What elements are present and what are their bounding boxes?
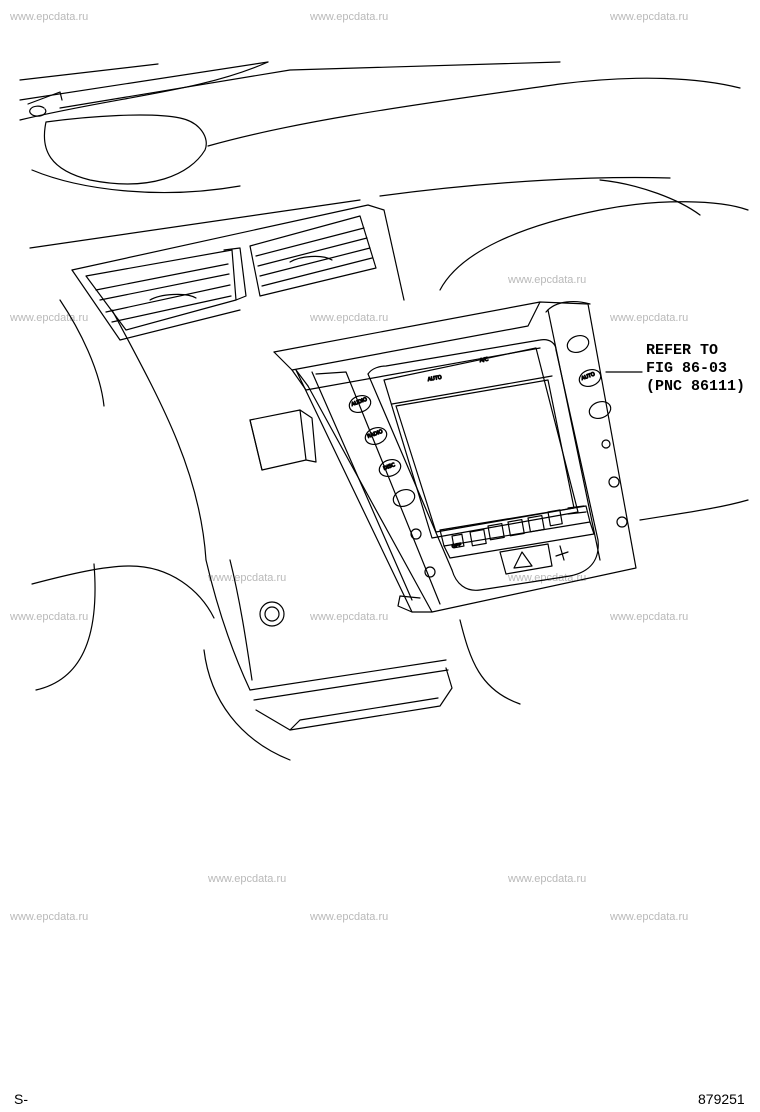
svg-text:A/C: A/C: [479, 356, 489, 363]
callout-line-1: REFER TO: [646, 342, 719, 359]
knob: [259, 601, 285, 627]
callout-line-2: FIG 86-03: [646, 360, 728, 377]
watermark: www.epcdata.ru: [310, 312, 389, 324]
climate-button-row: OFF: [439, 505, 595, 559]
left-button-column: AUDIO RADIO DISC: [348, 394, 436, 578]
recirculation-icon: [555, 545, 569, 561]
watermark: www.epcdata.ru: [10, 611, 89, 623]
watermark: www.epcdata.ru: [310, 911, 389, 923]
watermark: www.epcdata.ru: [310, 11, 389, 23]
watermark: www.epcdata.ru: [208, 873, 287, 885]
control-panel: [273, 301, 637, 613]
watermark: www.epcdata.ru: [10, 312, 89, 324]
watermark: www.epcdata.ru: [610, 911, 689, 923]
mounting-box: [249, 409, 317, 471]
svg-text:AUTO: AUTO: [581, 371, 596, 381]
display-screen: AUTO A/C: [383, 347, 579, 539]
watermark: www.epcdata.ru: [610, 11, 689, 23]
watermark: www.epcdata.ru: [508, 274, 587, 286]
watermark: www.epcdata.ru: [208, 572, 287, 584]
figure-number: 879251: [698, 1091, 745, 1107]
watermark: www.epcdata.ru: [10, 11, 89, 23]
upper-dash-outline: [19, 61, 749, 291]
center-console-outline: [31, 299, 749, 761]
watermark: www.epcdata.ru: [610, 312, 689, 324]
footer-left-code: S-: [14, 1091, 28, 1107]
watermark: www.epcdata.ru: [610, 611, 689, 623]
watermark: www.epcdata.ru: [10, 911, 89, 923]
reference-callout: REFER TO FIG 86-03 (PNC 86111): [646, 342, 745, 396]
watermark: www.epcdata.ru: [508, 572, 587, 584]
svg-text:DISC: DISC: [383, 462, 397, 472]
svg-text:AUTO: AUTO: [427, 375, 442, 383]
right-button-column: AUTO: [566, 334, 628, 528]
watermark: www.epcdata.ru: [508, 873, 587, 885]
hazard-triangle-icon: [513, 551, 533, 569]
callout-line-3: (PNC 86111): [646, 378, 746, 395]
air-vent-assembly: [71, 204, 405, 341]
watermark: www.epcdata.ru: [310, 611, 389, 623]
hazard-button: [499, 543, 569, 575]
svg-text:OFF: OFF: [451, 542, 462, 550]
